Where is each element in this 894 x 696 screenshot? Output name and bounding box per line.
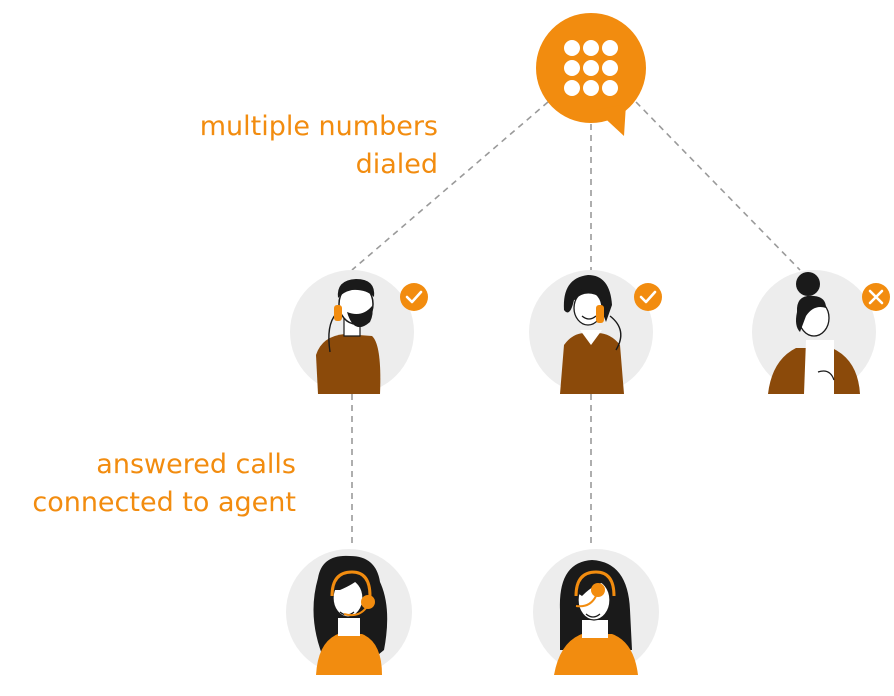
headset-icon — [574, 570, 616, 608]
answered-label-line-2: connected to agent — [32, 487, 296, 518]
dialed-label: multiple numbers dialed — [160, 108, 438, 184]
callee-avatar-bearded-man — [290, 270, 414, 394]
connector-dialer-to-callee-3 — [635, 101, 801, 271]
dialed-label-line-1: multiple numbers — [199, 111, 438, 142]
check-icon — [634, 283, 662, 311]
agent-avatar-curly-hair — [286, 549, 412, 675]
answered-label-line-1: answered calls — [96, 449, 296, 480]
dial-keypad-icon — [564, 40, 618, 96]
answered-label: answered calls connected to agent — [4, 446, 296, 522]
callee-avatar-woman-on-phone — [529, 270, 653, 394]
callee-avatar-woman-with-bun — [752, 270, 876, 394]
headset-icon — [330, 570, 375, 617]
check-icon — [400, 283, 428, 311]
dialed-label-line-2: dialed — [355, 149, 438, 180]
close-icon — [862, 283, 890, 311]
connector-lines — [351, 101, 801, 548]
dialer-bubble — [536, 13, 646, 136]
agent-avatar-straight-hair — [533, 549, 659, 675]
